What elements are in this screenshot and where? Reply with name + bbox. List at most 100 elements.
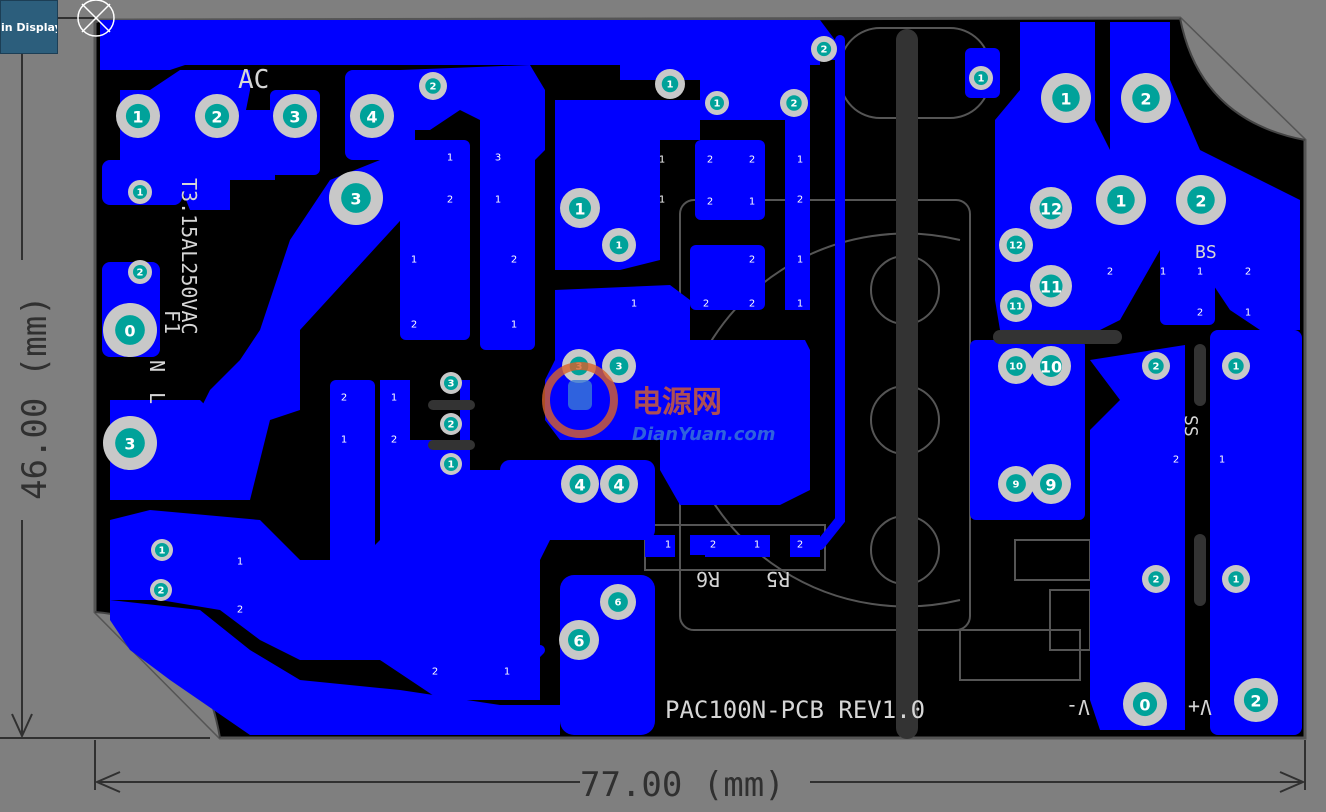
pad-number-label: 4 (613, 476, 624, 495)
pad-hole (1007, 297, 1025, 315)
smd-pad-number: 2 (1173, 455, 1179, 466)
pad-hole (1006, 356, 1026, 376)
pad-number-label: 12 (1040, 200, 1062, 219)
smd-pad-number: 1 (411, 255, 417, 266)
silk-vplus-label: V+ (1188, 695, 1212, 719)
board-name-label: PAC100N-PCB REV1.0 (665, 696, 925, 724)
smd-pad-number: 1 (665, 540, 671, 551)
silk-ss-label: SS (1180, 415, 1201, 437)
pad-number-label: 9 (1045, 476, 1056, 495)
smd-pad-number: 2 (1245, 267, 1251, 278)
smd-pad-number: 1 (341, 435, 347, 446)
pad-number-label: 1 (574, 200, 585, 219)
pad-number-label: 10 (1040, 358, 1062, 377)
pad-number-label: 2 (137, 268, 144, 279)
pad-number-label: 4 (574, 476, 585, 495)
pad-hole (710, 96, 724, 110)
pad-hole (1039, 274, 1063, 298)
pad-hole (1132, 691, 1158, 717)
pad-number-label: 1 (132, 108, 143, 127)
pad-number-label: 1 (616, 241, 623, 252)
pad-hole (1039, 196, 1063, 220)
pad-number-label: 2 (1153, 575, 1160, 586)
pad-number-label: 3 (124, 435, 135, 454)
pad-number-label: 3 (350, 190, 361, 209)
silk-r5-label: R5 (766, 567, 790, 591)
silk-n-label: N (145, 360, 169, 372)
silk-r6-label: R6 (696, 567, 720, 591)
pad-number-label: 2 (430, 82, 437, 93)
smd-pad-number: 1 (659, 195, 665, 206)
smd-pad-number: 2 (341, 393, 347, 404)
smd-pad-number: 2 (237, 605, 243, 616)
dimension-width (94, 740, 1306, 793)
crosshair-icon (77, 0, 115, 37)
pad-hole (444, 376, 458, 390)
pad-number-label: 2 (1195, 192, 1206, 211)
pad-number-label: 1 (667, 80, 674, 91)
smd-pad-number: 1 (391, 393, 397, 404)
smd-pad-number: 2 (749, 155, 755, 166)
smd-pad-number: 1 (754, 540, 760, 551)
smd-pad-number: 1 (797, 255, 803, 266)
pad-hole (816, 41, 832, 57)
pad-number-label: 2 (821, 45, 828, 56)
pad-hole (425, 78, 441, 94)
smd-pad-number: 1 (1197, 267, 1203, 278)
pad-hole (359, 103, 385, 129)
smd-pad-number: 2 (710, 540, 716, 551)
smd-pad-number: 1 (237, 557, 243, 568)
smd-pad-number: 3 (495, 153, 501, 164)
pad-number-label: 1 (159, 546, 166, 557)
pad-number-label: 2 (1153, 362, 1160, 373)
pad-hole (568, 629, 590, 651)
dimension-height-label: 46.00 (mm) (15, 295, 55, 500)
smd-pad-number: 2 (707, 155, 713, 166)
pad-number-label: 1 (448, 460, 455, 471)
pad-number-label: 3 (616, 362, 623, 373)
pad-number-label: 1 (1115, 192, 1126, 211)
pad-number-label: 1 (1060, 90, 1071, 109)
pad-number-label: 12 (1009, 241, 1023, 252)
smd-pad-number: 1 (1245, 308, 1251, 319)
corner-arc-top-right (1179, 17, 1306, 141)
pad-number-label: 1 (714, 99, 721, 110)
pad-number-label: 3 (289, 108, 300, 127)
smd-pad-number: 1 (447, 153, 453, 164)
watermark-url: DianYuan.com (632, 424, 776, 445)
pad-number-label: 0 (124, 322, 135, 341)
smd-pad-number: 2 (391, 435, 397, 446)
dianyuan-watermark: 电源网 DianYuan.com (542, 362, 776, 445)
smd-pad-number: 2 (432, 667, 438, 678)
pad-number-label: 2 (211, 108, 222, 127)
pad-number-label: 1 (1233, 575, 1240, 586)
watermark-title: 电源网 (632, 385, 722, 420)
main-display-button[interactable]: in Display (0, 0, 58, 54)
silkscreen-layer: AC T3.15AL250VAC F1 N L R6 R5 V- V+ BS S… (145, 65, 1217, 724)
smd-pad-number: 1 (1219, 455, 1225, 466)
pad-hole (1052, 84, 1080, 112)
pad-number-label: 1 (978, 74, 985, 85)
pad-hole (786, 95, 802, 111)
pad-hole (1132, 84, 1160, 112)
smd-pad-number: 2 (797, 195, 803, 206)
smd-pad-number: 2 (447, 195, 453, 206)
smd-pad-number: 1 (797, 299, 803, 310)
pad-hole (609, 235, 629, 255)
silk-l-label: L (145, 392, 169, 404)
pad-number-label: 1 (1233, 362, 1240, 373)
pad-hole (204, 103, 230, 129)
pad-number-label: 11 (1009, 302, 1023, 313)
silk-fuse-ref: F1 (160, 310, 184, 334)
smd-pad-number: 1 (659, 155, 665, 166)
pad-hole (133, 265, 147, 279)
smd-pad-number: 2 (707, 197, 713, 208)
smd-pad-number: 1 (749, 197, 755, 208)
pad-hole (1228, 571, 1244, 587)
silk-bs-label: BS (1195, 242, 1217, 263)
pad-hole (1040, 473, 1062, 495)
pad-number-label: 2 (448, 420, 455, 431)
